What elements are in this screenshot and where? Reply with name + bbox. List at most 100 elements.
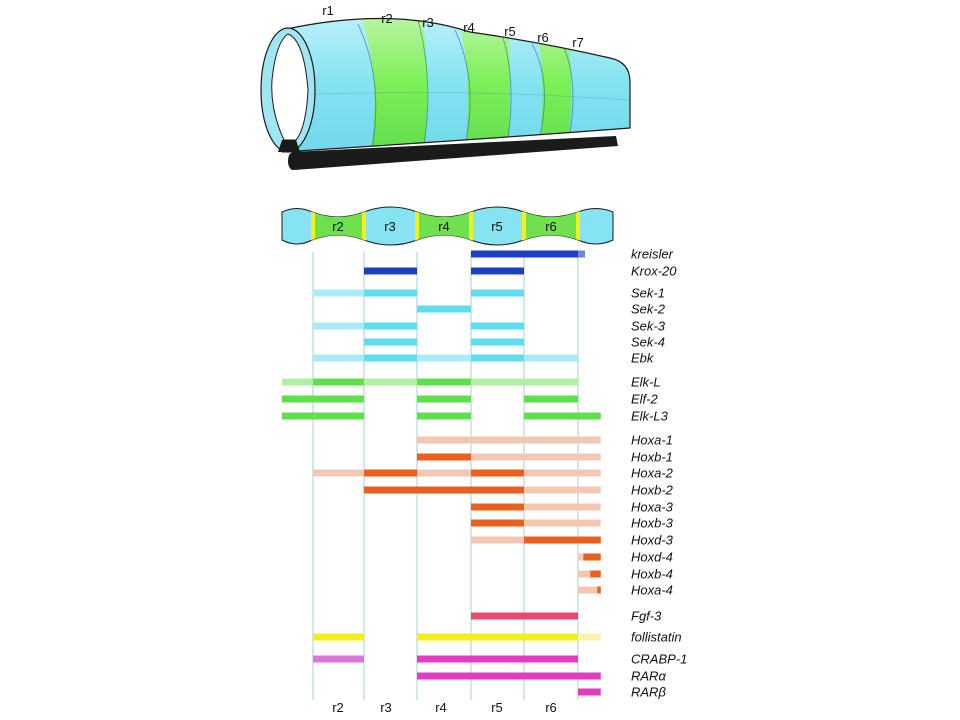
expression-bar — [471, 469, 524, 477]
expression-bar — [578, 250, 585, 258]
gene-label: Hoxb-4 — [631, 567, 673, 582]
tube-body — [282, 18, 630, 153]
expression-bar — [417, 453, 471, 461]
expression-bar — [583, 553, 601, 561]
expression-bar — [417, 672, 601, 680]
expression-bar — [471, 453, 601, 461]
bottom-label: r2 — [332, 700, 344, 715]
expression-bar — [578, 586, 598, 594]
expression-bar — [578, 570, 591, 578]
gene-label: Krox-20 — [631, 264, 677, 279]
strip-label: r4 — [438, 219, 450, 234]
tube-label: r5 — [504, 24, 516, 39]
bottom-label: r5 — [491, 700, 503, 715]
bottom-label: r6 — [545, 700, 557, 715]
gene-label: Hoxa-3 — [631, 500, 674, 515]
expression-bar — [524, 519, 601, 527]
tube-label: r2 — [381, 11, 393, 26]
bottom-label: r4 — [435, 700, 447, 715]
expression-bar — [313, 655, 364, 663]
gene-label: Elk-L3 — [631, 409, 669, 424]
tube-label: r7 — [572, 35, 584, 50]
expression-bar — [417, 378, 471, 386]
gene-label: Hoxd-3 — [631, 533, 674, 548]
expression-bar — [417, 412, 471, 420]
expression-bar — [282, 412, 364, 420]
gene-label: Hoxb-1 — [631, 450, 673, 465]
expression-bar — [364, 354, 417, 362]
expression-bar — [471, 503, 524, 511]
gene-label: CRABP-1 — [631, 652, 687, 667]
expression-bar — [597, 586, 601, 594]
bottom-label: r3 — [380, 700, 392, 715]
expression-bar — [282, 395, 364, 403]
tube-label: r6 — [537, 30, 549, 45]
expression-bar — [524, 395, 578, 403]
gene-label: kreisler — [631, 247, 674, 262]
tube-label: r4 — [463, 20, 475, 35]
expression-bar — [524, 486, 601, 494]
notochord — [288, 136, 618, 170]
gene-label: Fgf-3 — [631, 609, 662, 624]
expression-bar — [524, 469, 601, 477]
strip-label: r5 — [491, 219, 503, 234]
expression-bar — [590, 570, 601, 578]
gene-label: Ebk — [631, 351, 655, 366]
expression-bar — [417, 633, 578, 641]
rhombomere-strip: r2 r3 r4 r5 r6 — [281, 206, 614, 246]
expression-bar — [578, 633, 601, 641]
expression-bar — [471, 612, 578, 620]
strip-label: r3 — [384, 219, 396, 234]
gene-label: Sek-4 — [631, 335, 665, 350]
expression-bar — [282, 378, 313, 386]
gene-label: Hoxa-2 — [631, 466, 674, 481]
expression-bar — [471, 354, 524, 362]
tube-segment-r4 — [453, 18, 511, 153]
expression-bar — [417, 436, 601, 444]
expression-bar — [471, 519, 524, 527]
strip-label: r2 — [332, 219, 344, 234]
expression-bar — [417, 305, 471, 313]
gene-label: Sek-3 — [631, 319, 666, 334]
neural-tube-illustration: r1 r2 r3 r4 r5 r6 r7 — [260, 3, 631, 170]
expression-bar — [578, 553, 584, 561]
gene-label: Hoxd-4 — [631, 550, 673, 565]
expression-bar — [364, 338, 417, 346]
expression-bar — [417, 395, 471, 403]
expression-bar — [417, 354, 471, 362]
tube-segment-r2 — [355, 18, 428, 153]
gene-label: RARα — [631, 669, 666, 684]
expression-bar — [524, 503, 601, 511]
gene-label: Elk-L — [631, 375, 661, 390]
expression-bar — [364, 378, 417, 386]
expression-bar — [364, 267, 417, 275]
gene-label: Sek-2 — [631, 302, 666, 317]
expression-bar — [364, 486, 524, 494]
expression-bar — [417, 469, 471, 477]
gene-label: Hoxb-3 — [631, 516, 674, 531]
tube-label: r3 — [422, 15, 434, 30]
expression-bar — [313, 469, 364, 477]
expression-bar — [471, 536, 524, 544]
gene-label: RARβ — [631, 685, 666, 700]
expression-bar — [313, 322, 364, 330]
bottom-labels: r2 r3 r4 r5 r6 — [332, 700, 557, 715]
expression-bar — [524, 536, 601, 544]
gene-labels: kreislerKrox-20Sek-1Sek-2Sek-3Sek-4EbkEl… — [631, 247, 687, 700]
expression-bar — [313, 354, 364, 362]
gene-label: Hoxa-4 — [631, 583, 673, 598]
expression-bar — [471, 289, 524, 297]
tube-opening — [260, 27, 316, 153]
expression-bar — [364, 322, 417, 330]
strip-label: r6 — [545, 219, 557, 234]
expression-bar — [313, 633, 364, 641]
expression-bar — [471, 378, 578, 386]
expression-bar — [524, 412, 601, 420]
expression-bar — [364, 469, 417, 477]
tube-labels: r1 r2 r3 r4 r5 r6 r7 — [322, 3, 584, 50]
gene-label: Sek-1 — [631, 286, 665, 301]
expression-bar — [364, 289, 417, 297]
expression-bar — [471, 267, 524, 275]
expression-bar — [471, 338, 524, 346]
